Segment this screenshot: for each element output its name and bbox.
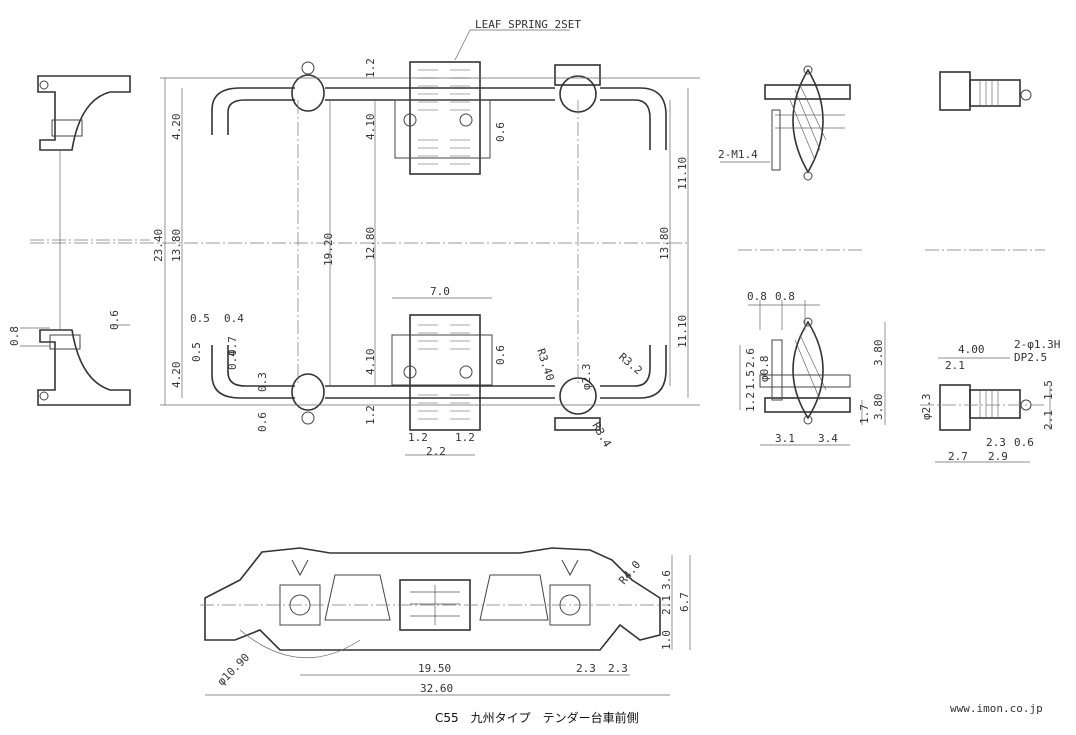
spring-section-upper	[720, 65, 851, 181]
dim-right-1110b: 11.10	[676, 315, 689, 348]
dim-section-380a: 3.80	[872, 340, 885, 367]
dim-section-380b: 3.80	[872, 394, 885, 421]
axle-view-upper	[925, 71, 1045, 251]
dim-section-08b: 0.8	[775, 290, 795, 303]
dim-section-31: 3.1	[775, 432, 795, 445]
dim-section-phi08: φ0.8	[758, 356, 771, 383]
top-plan-view	[30, 29, 700, 456]
dim-side-10: 1.0	[660, 630, 673, 650]
dim-section-12: 1.2	[744, 392, 757, 412]
dim-left-420a: 4.20	[170, 114, 183, 141]
dim-inner-410b: 4.10	[364, 349, 377, 376]
dim-side-r40: R4.0	[616, 558, 643, 587]
dim-left-2340: 23.40	[152, 229, 165, 262]
dim-small-06: 0.6	[256, 412, 269, 432]
dim-side-67: 6.7	[678, 592, 691, 612]
dim-axle-400: 4.00	[958, 343, 985, 356]
dim-section-26: 2.6	[744, 348, 757, 368]
dim-radius-r340: R3.40	[534, 347, 557, 383]
dim-inner-06a: 0.6	[494, 122, 507, 142]
dim-axle-06: 0.6	[1014, 436, 1034, 449]
dim-radius-phi23: φ2.3	[580, 364, 593, 391]
dim-axle-21b: 2.1	[1042, 410, 1055, 430]
dim-radius-r34: R3.4	[589, 420, 614, 450]
dim-inner-1280: 12.80	[364, 227, 377, 260]
dim-right-1380: 13.80	[658, 227, 671, 260]
dim-axle-23: 2.3	[986, 436, 1006, 449]
website-link[interactable]: www.imon.co.jp	[950, 702, 1043, 715]
dim-inner-1920: 19.20	[322, 233, 335, 266]
dim-side-23a: 2.3	[576, 662, 596, 675]
dim-section-34: 3.4	[818, 432, 838, 445]
dim-right-1110a: 11.10	[676, 157, 689, 190]
dim-axle-15: 1.5	[1042, 380, 1055, 400]
drawing-caption: C55 九州タイプ テンダー台車前側	[435, 710, 639, 725]
dim-small-07: 0.7	[226, 336, 239, 356]
dim-side-3260: 32.60	[420, 682, 453, 695]
spring-section-lower	[738, 249, 886, 446]
dim-small-03: 0.3	[256, 372, 269, 392]
dim-left-1380: 13.80	[170, 229, 183, 262]
dim-small-05a: 0.5	[190, 312, 210, 325]
dim-inner-12a: 1.2	[364, 58, 377, 78]
dim-leftview-06: 0.6	[108, 310, 121, 330]
dim-axle-27: 2.7	[948, 450, 968, 463]
left-end-view	[20, 75, 150, 406]
dim-inner-70: 7.0	[430, 285, 450, 298]
axle-note-depth: DP2.5	[1014, 351, 1047, 364]
dim-left-420b: 4.20	[170, 362, 183, 389]
section-note-m14: 2-M1.4	[718, 148, 758, 161]
dim-inner-06b: 0.6	[494, 345, 507, 365]
dim-small-04a: 0.4	[224, 312, 244, 325]
leaf-spring-note: LEAF SPRING 2SET	[475, 18, 581, 31]
axle-note-hole: 2-φ1.3H	[1014, 338, 1060, 351]
axle-view-lower	[920, 357, 1051, 463]
dim-axle-21a: 2.1	[945, 359, 965, 372]
dim-side-36: 3.6	[660, 570, 673, 590]
dim-side-23b: 2.3	[608, 662, 628, 675]
dim-small-05b: 0.5	[190, 342, 203, 362]
dim-small-04b: 0.4	[226, 350, 239, 370]
dim-inner-410a: 4.10	[364, 114, 377, 141]
dim-axle-29: 2.9	[988, 450, 1008, 463]
dim-section-08a: 0.8	[747, 290, 767, 303]
dim-bottom-12a: 1.2	[408, 431, 428, 444]
dim-side-21: 2.1	[660, 595, 673, 615]
dimension-labels: LEAF SPRING 2SET 4.20 23.40 13.80 4.20 1…	[8, 18, 1060, 695]
dim-side-1950: 19.50	[418, 662, 451, 675]
dim-inner-12b: 1.2	[364, 405, 377, 425]
dim-side-phi1090: φ10.90	[215, 651, 252, 688]
dim-bottom-22: 2.2	[426, 445, 446, 458]
dim-leftview-08: 0.8	[8, 326, 21, 346]
dim-section-17: 1.7	[858, 404, 871, 424]
dim-radius-r32: R3.2	[616, 350, 645, 377]
dim-section-15: 1.5	[744, 370, 757, 390]
dim-axle-phi23: φ2.3	[920, 394, 933, 421]
side-frame-view	[200, 547, 691, 696]
dim-bottom-12b: 1.2	[455, 431, 475, 444]
